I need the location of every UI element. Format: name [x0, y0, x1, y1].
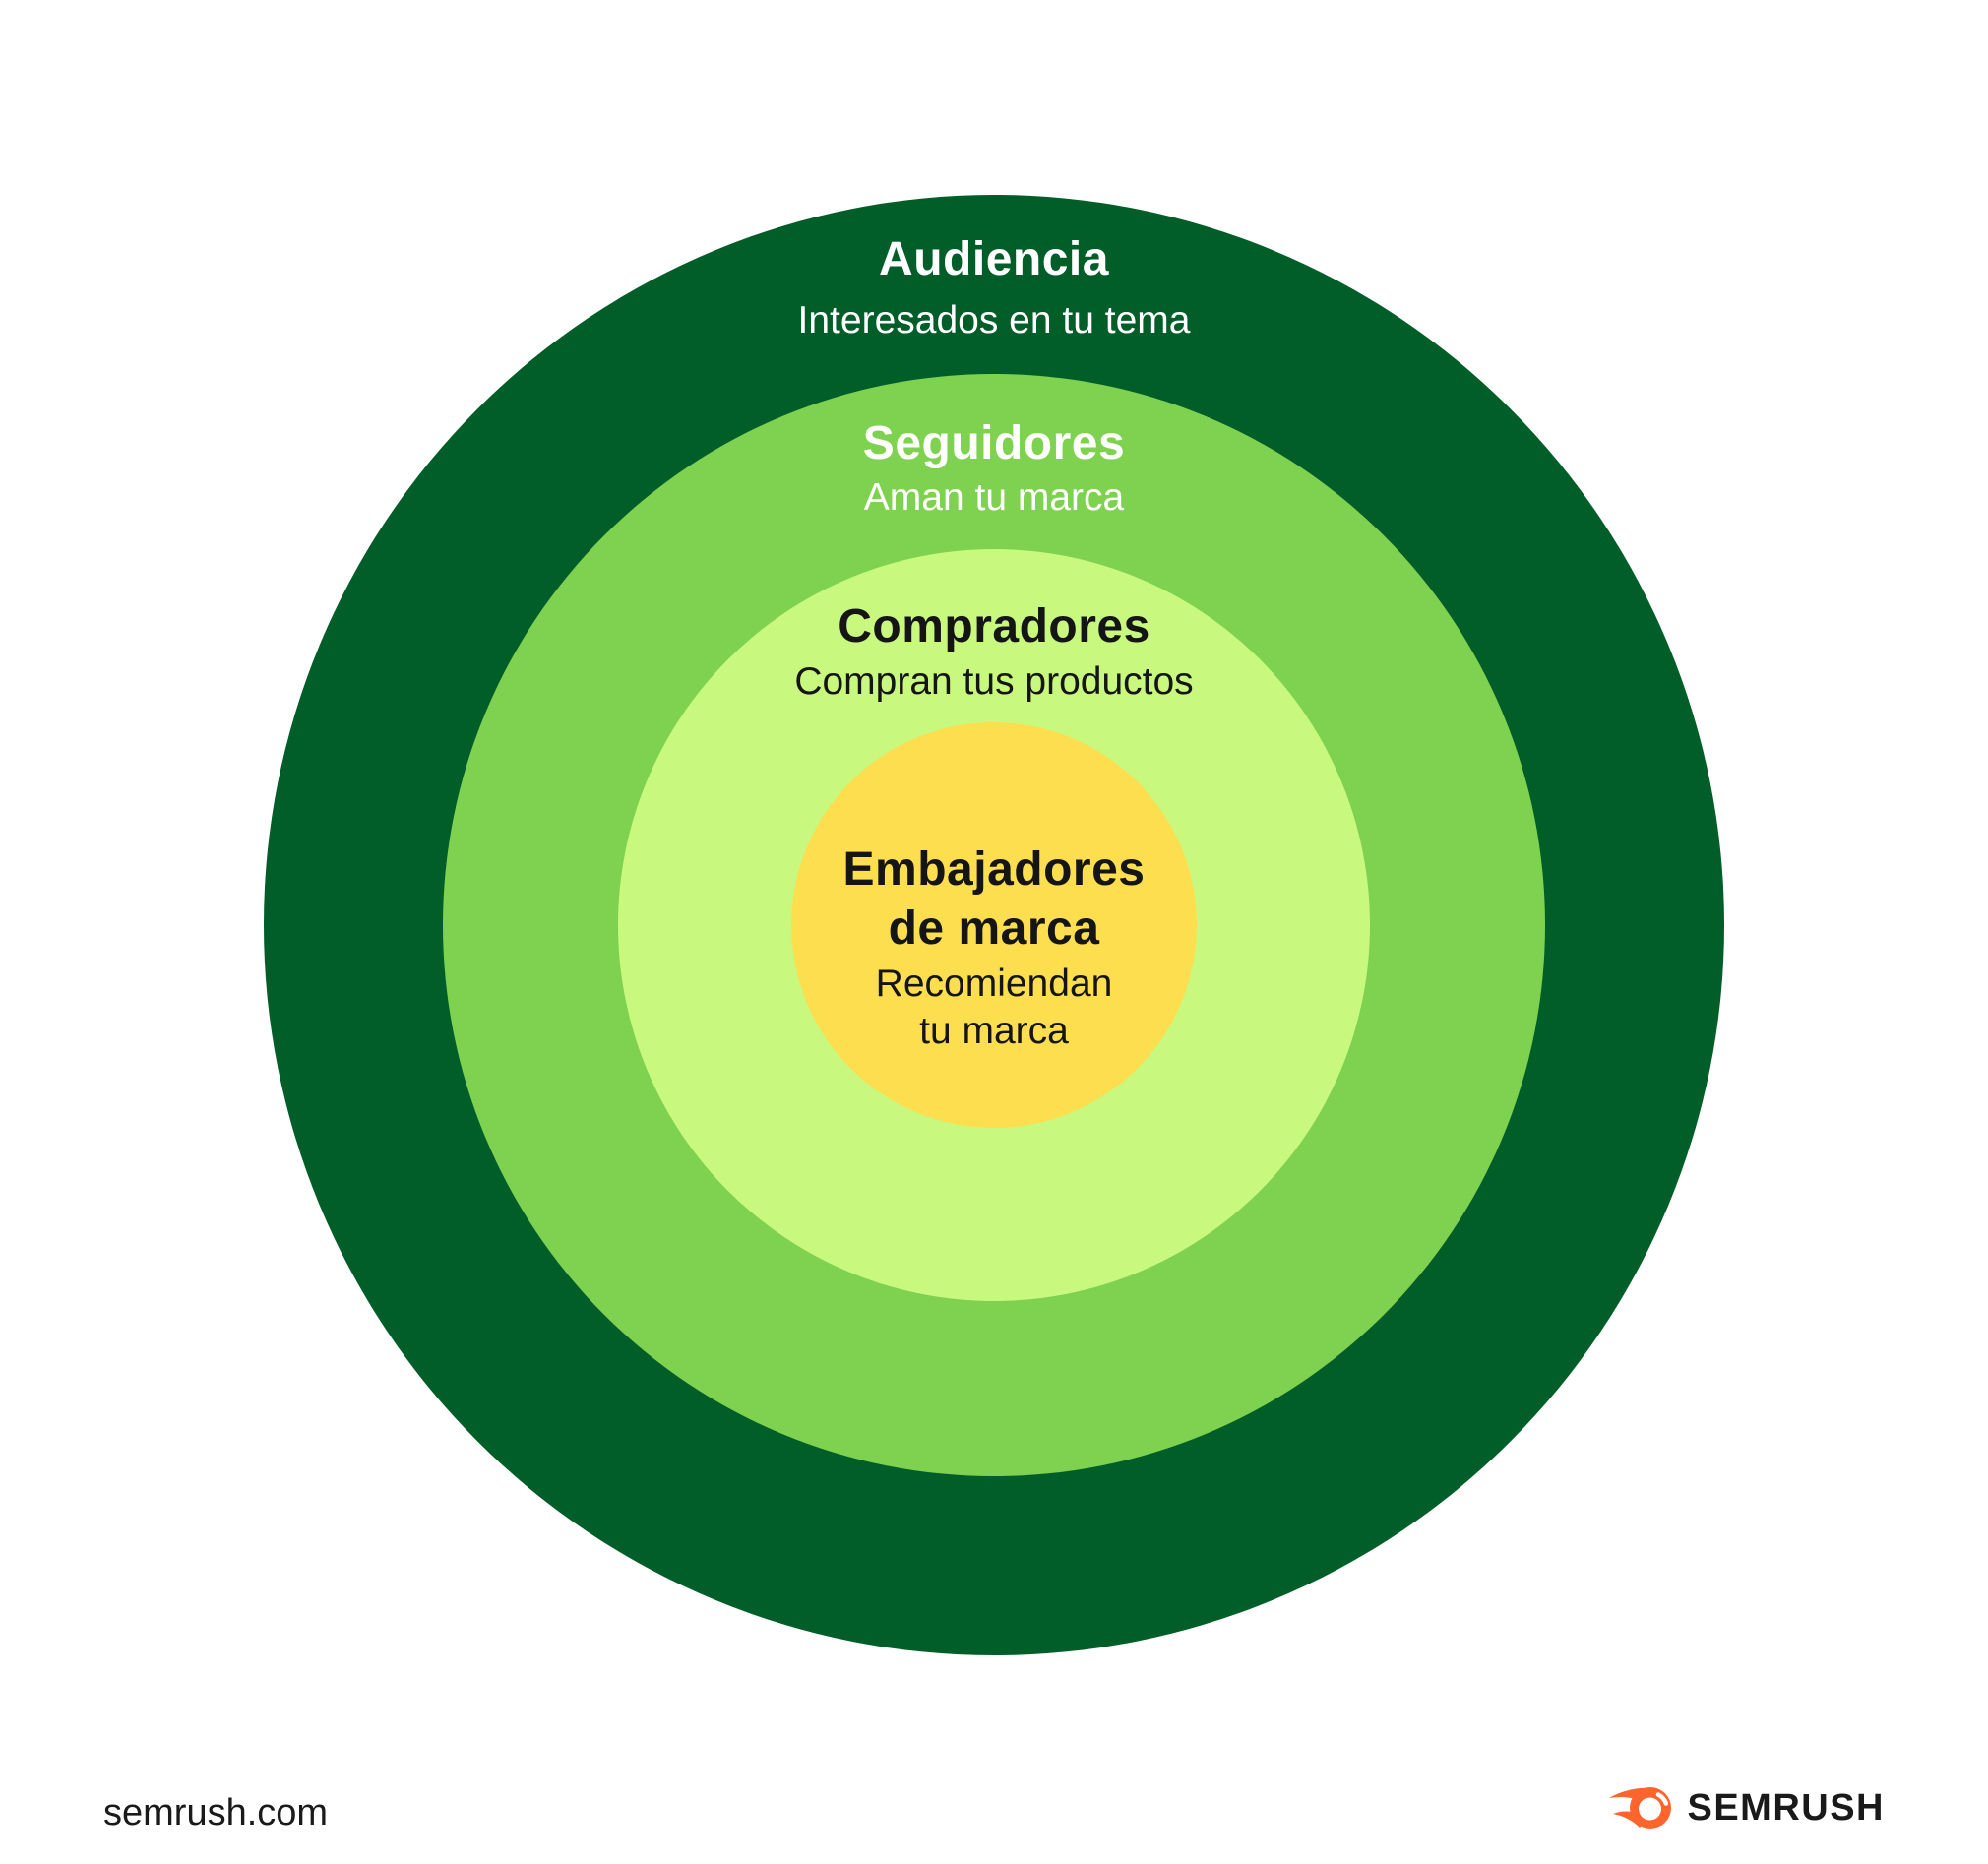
- ring-embajadores: [791, 722, 1197, 1128]
- ring-embajadores-title: Embajadores de marca: [842, 843, 1146, 955]
- ring-embajadores-description: Recomiendan tu marca: [875, 963, 1113, 1052]
- ring-compradores-description: Compran tus productos: [794, 660, 1194, 703]
- ring-compradores-title: Compradores: [838, 600, 1150, 652]
- website-text: semrush.com: [103, 1792, 329, 1833]
- semrush-flame-icon: [1609, 1787, 1672, 1829]
- semrush-wordmark: SEMRUSH: [1687, 1787, 1885, 1829]
- ring-seguidores-description: Aman tu marca: [863, 476, 1125, 519]
- ring-audiencia-description: Interesados en tu tema: [797, 299, 1191, 342]
- ring-seguidores-title: Seguidores: [862, 417, 1126, 469]
- ring-audiencia-title: Audiencia: [879, 233, 1109, 285]
- semrush-logo: SEMRUSH: [1606, 1783, 1885, 1833]
